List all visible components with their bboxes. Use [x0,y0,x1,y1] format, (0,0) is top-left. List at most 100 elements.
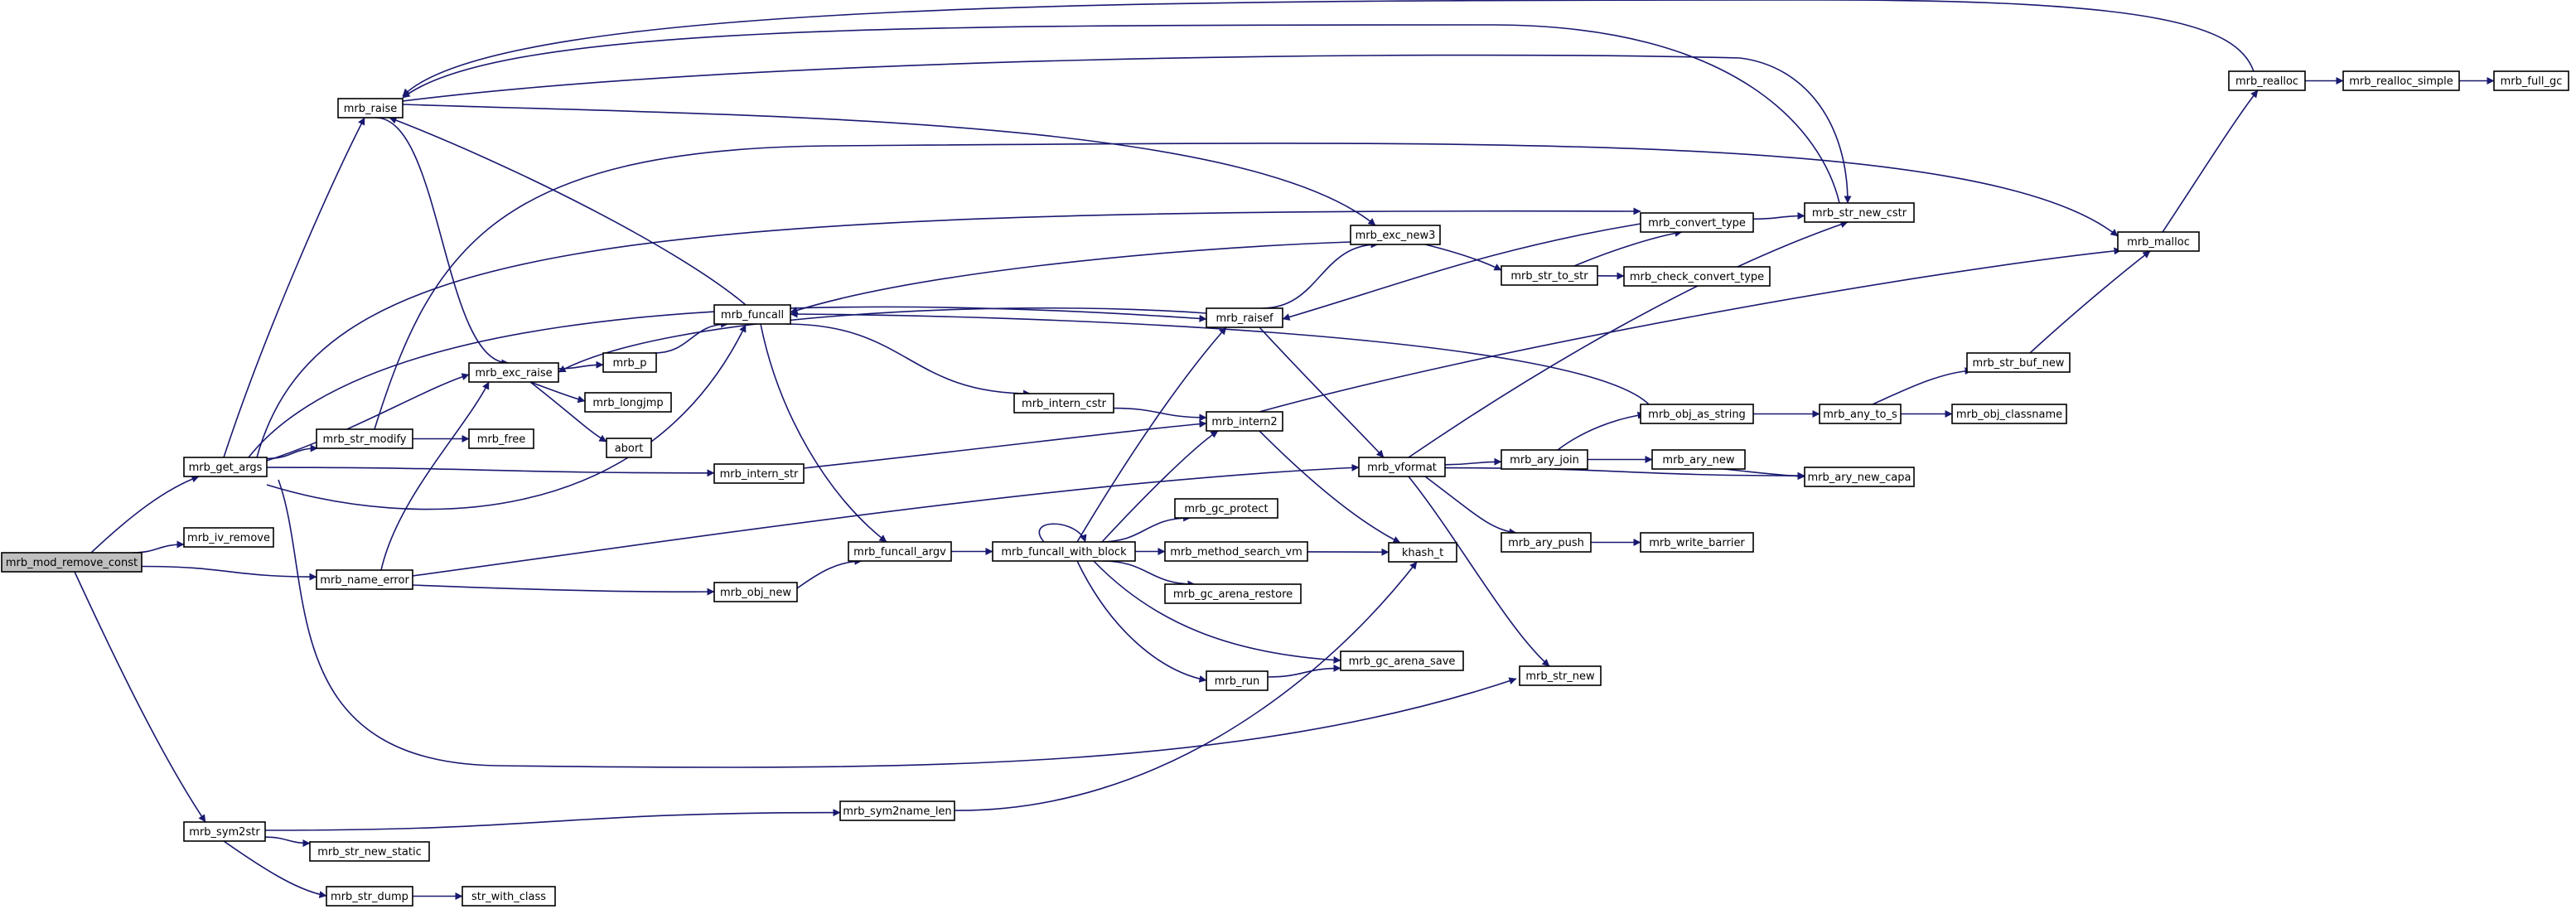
node-label: mrb_exc_new3 [1356,230,1436,242]
node-mrb_vformat[interactable]: mrb_vformat [1358,457,1446,477]
node-mrb_obj_classname[interactable]: mrb_obj_classname [1951,404,2067,424]
edge-mrb_funcall-to-mrb_intern_cstr [785,323,1032,398]
node-mrb_str_new_static[interactable]: mrb_str_new_static [309,841,430,862]
node-mrb_intern_cstr[interactable]: mrb_intern_cstr [1013,393,1114,413]
node-khash_t[interactable]: khash_t [1388,542,1457,563]
node-box [1804,467,1915,487]
node-box [309,841,430,862]
node-mrb_iv_remove[interactable]: mrb_iv_remove [183,527,274,548]
node-mrb_intern_str[interactable]: mrb_intern_str [713,463,805,484]
node-mrb_get_args[interactable]: mrb_get_args [183,457,268,477]
node-label: mrb_iv_remove [187,532,270,544]
node-mrb_obj_as_string[interactable]: mrb_obj_as_string [1640,404,1754,424]
node-mrb_any_to_s[interactable]: mrb_any_to_s [1819,404,1902,424]
node-abort[interactable]: abort [606,438,652,458]
node-mrb_realloc[interactable]: mrb_realloc [2228,70,2306,91]
node-mrb_gc_arena_save[interactable]: mrb_gc_arena_save [1340,650,1464,671]
node-mrb_run[interactable]: mrb_run [1206,670,1269,691]
node-mrb_free[interactable]: mrb_free [468,428,534,449]
node-label: mrb_name_error [320,574,409,587]
node-box [1358,457,1446,477]
edge-mrb_run-to-mrb_gc_arena_save [1267,664,1341,678]
node-mrb_str_modify[interactable]: mrb_str_modify [316,428,413,449]
edge-mrb_ary_new-to-mrb_ary_new_capa [1723,468,1805,481]
node-box [1819,404,1902,424]
node-mrb_realloc_simple[interactable]: mrb_realloc_simple [2342,70,2460,91]
node-label: mrb_obj_new [720,587,791,599]
edge-mrb_get_args-to-mrb_intern_str [266,467,715,477]
node-mrb_write_barrier[interactable]: mrb_write_barrier [1640,532,1754,553]
node-label: mrb_ary_new [1662,454,1735,467]
node-box [713,582,798,602]
node-box [848,541,952,562]
node-mrb_intern2[interactable]: mrb_intern2 [1206,411,1283,432]
node-label: mrb_any_to_s [1823,409,1897,421]
node-mrb_ary_push[interactable]: mrb_ary_push [1501,532,1592,553]
node-mrb_str_to_str[interactable]: mrb_str_to_str [1501,265,1598,286]
node-mrb_raise[interactable]: mrb_raise [337,98,404,118]
node-label: mrb_p [612,357,646,370]
edge-mrb_mod_remove_const-to-mrb_get_args [90,475,200,554]
node-box [2493,70,2569,91]
node-mrb_name_error[interactable]: mrb_name_error [316,569,413,590]
node-label: mrb_funcall_with_block [1001,546,1127,559]
node-mrb_sym2str[interactable]: mrb_sym2str [183,821,266,842]
edge-mrb_realloc-to-mrb_raise [402,0,2255,97]
node-box [992,541,1136,562]
node-mrb_funcall_argv[interactable]: mrb_funcall_argv [848,541,952,562]
node-label: mrb_vformat [1367,462,1437,474]
edge-mrb_exc_new3-to-mrb_funcall [790,241,1351,314]
node-label: mrb_ary_push [1508,537,1584,549]
edge-mrb_obj_new-to-mrb_funcall_argv [796,557,863,589]
node-str_with_class[interactable]: str_with_class [462,886,556,907]
node-mrb_convert_type[interactable]: mrb_convert_type [1640,212,1754,233]
node-mrb_raisef[interactable]: mrb_raisef [1206,307,1283,328]
edge-mrb_funcall_with_block-to-mrb_intern2 [1101,430,1219,543]
edge-mrb_raisef-to-mrb_vformat [1259,326,1385,458]
edge-mrb_vformat-to-mrb_ary_join [1444,457,1502,466]
node-box [1501,449,1588,470]
node-mrb_method_search_vm[interactable]: mrb_method_search_vm [1164,541,1308,562]
node-box [316,569,413,590]
node-mrb_gc_protect[interactable]: mrb_gc_protect [1174,498,1278,519]
function-nodes: mrb_mod_remove_constmrb_get_argsmrb_iv_r… [1,70,2569,907]
node-box [1501,532,1592,553]
node-mrb_exc_new3[interactable]: mrb_exc_new3 [1350,225,1441,245]
node-label: mrb_exc_raise [475,367,552,380]
node-mrb_gc_arena_restore[interactable]: mrb_gc_arena_restore [1164,583,1302,604]
edge-mrb_raise-to-mrb_exc_new3 [402,104,1376,226]
node-label: mrb_str_to_str [1510,270,1588,283]
node-label: str_with_class [471,891,546,903]
edge-mrb_funcall_with_block-to-mrb_raisef [1076,326,1227,543]
edge-mrb_intern2-to-khash_t [1259,430,1401,544]
node-label: mrb_str_new [1525,670,1595,683]
node-mrb_sym2name_len[interactable]: mrb_sym2name_len [839,800,955,821]
node-mrb_p[interactable]: mrb_p [602,352,657,373]
edge-mrb_funcall-to-mrb_raise [389,116,747,306]
node-label: mrb_gc_protect [1184,503,1268,515]
edge-mrb_str_to_str-to-mrb_convert_type [1573,229,1683,267]
node-mrb_str_new_cstr[interactable]: mrb_str_new_cstr [1804,202,1915,223]
node-mrb_funcall_with_block[interactable]: mrb_funcall_with_block [992,541,1136,562]
node-mrb_funcall[interactable]: mrb_funcall [713,304,791,325]
node-mrb_str_buf_new[interactable]: mrb_str_buf_new [1966,352,2071,373]
edge-mrb_exc_new3-to-mrb_str_to_str [1424,244,1502,271]
node-box [1350,225,1441,245]
edge-mrb_funcall_with_block-to-mrb_gc_arena_restore [1101,560,1196,588]
node-box [1651,449,1746,470]
node-label: mrb_raisef [1216,312,1273,325]
node-label: mrb_write_barrier [1649,537,1745,549]
node-mrb_obj_new[interactable]: mrb_obj_new [713,582,798,602]
node-mrb_str_dump[interactable]: mrb_str_dump [326,886,413,907]
node-mrb_longjmp[interactable]: mrb_longjmp [584,392,672,413]
node-box [316,428,413,449]
node-mrb_ary_new_capa[interactable]: mrb_ary_new_capa [1804,467,1915,487]
node-mrb_full_gc[interactable]: mrb_full_gc [2493,70,2569,91]
node-mrb_ary_new[interactable]: mrb_ary_new [1651,449,1746,470]
node-mrb_check_convert_type[interactable]: mrb_check_convert_type [1623,266,1771,287]
node-mrb_ary_join[interactable]: mrb_ary_join [1501,449,1588,470]
node-mrb_malloc[interactable]: mrb_malloc [2117,231,2200,252]
node-mrb_str_new[interactable]: mrb_str_new [1519,665,1602,686]
node-mrb_exc_raise[interactable]: mrb_exc_raise [468,362,559,383]
node-label: mrb_sym2name_len [843,805,951,818]
